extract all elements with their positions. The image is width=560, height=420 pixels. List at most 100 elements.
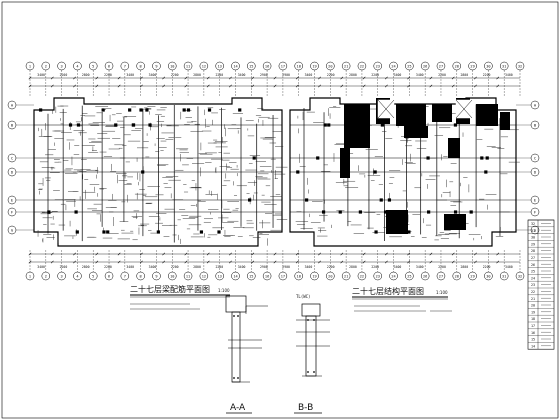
level-table-floor: 27 (531, 256, 535, 260)
plan-column (114, 123, 118, 127)
axis-label-bottom: 24 (391, 275, 395, 279)
dimension-tick (362, 84, 366, 88)
axis-label-top: 8 (140, 65, 142, 69)
dimension-tick (117, 252, 121, 256)
level-table-floor: 21 (531, 297, 535, 301)
notes-right (354, 305, 452, 312)
axis-label-top: 28 (455, 65, 459, 69)
dimension-value-bottom: 3400 (238, 265, 246, 269)
plan-column (186, 108, 191, 112)
dimension-value-bottom: 3400 (416, 265, 424, 269)
axis-label-top: 17 (281, 65, 285, 69)
axis-label-top: 31 (502, 65, 506, 69)
axis-label-top: 10 (170, 65, 174, 69)
level-table-floor: 14 (531, 344, 535, 348)
level-table-floor: 29 (531, 242, 535, 246)
axis-label-top: 5 (92, 65, 94, 69)
plan-column (139, 108, 143, 112)
dimension-value-bottom: 2200 (171, 265, 179, 269)
shear-wall-block (432, 104, 452, 122)
dimension-tick (474, 252, 477, 256)
dimension-tick (384, 76, 388, 80)
dimension-tick (28, 84, 32, 88)
dimension-value-bottom: 2800 (193, 265, 201, 269)
plan-column (47, 210, 51, 214)
dimension-value-top: 3400 (416, 73, 424, 77)
plan-column (101, 108, 105, 112)
axis-label-bottom: 11 (186, 275, 190, 279)
dimension-value-top: 2200 (104, 73, 112, 77)
dimension-value-top: 3400 (149, 73, 157, 77)
axis-label-top: 24 (391, 65, 395, 69)
dimension-value-bottom: 2200 (215, 265, 223, 269)
plan-column (148, 123, 152, 127)
plan-right-scale: 1:100 (436, 290, 448, 295)
plan-column (252, 156, 256, 160)
dimension-value-bottom: 3400 (305, 265, 313, 269)
plan-column (305, 198, 309, 202)
axis-label-right: F (534, 209, 537, 214)
dimension-tick (139, 84, 143, 88)
dimension-tick (73, 76, 76, 80)
dimension-tick (50, 84, 54, 88)
axis-label-top: 21 (344, 65, 348, 69)
plan-column (426, 156, 430, 160)
dimension-tick (429, 260, 433, 264)
dimension-tick (73, 84, 76, 88)
shear-wall-block (500, 112, 510, 130)
dimension-value-bottom: 3400 (126, 265, 134, 269)
dimension-tick (273, 84, 277, 88)
dimension-tick (229, 252, 232, 256)
plan-column (68, 123, 73, 127)
dimension-tick (139, 260, 143, 264)
dimension-tick (451, 252, 455, 256)
dimension-tick (295, 260, 299, 264)
level-table-floor: 19 (531, 310, 535, 314)
axis-label-bottom: 19 (312, 275, 316, 279)
plan-column (407, 230, 411, 234)
dimension-value-bottom: 3400 (37, 265, 45, 269)
dimension-value-top: 3400 (126, 73, 134, 77)
axis-label-bottom: 6 (108, 275, 110, 279)
axis-label-top: 16 (265, 65, 269, 69)
shear-wall-block (386, 210, 408, 234)
plan-left-scale: 1:100 (218, 288, 230, 293)
dimension-tick (318, 260, 321, 264)
dimension-tick (117, 260, 121, 264)
dimension-tick (162, 260, 166, 264)
axis-label-bottom: 15 (249, 275, 253, 279)
dimension-value-bottom: 2800 (460, 265, 468, 269)
dimension-value-top: 3400 (305, 73, 313, 77)
plan-column (374, 230, 378, 234)
axis-label-bottom: 31 (502, 275, 506, 279)
level-table-floor: 15 (531, 338, 535, 342)
dimension-tick (273, 76, 277, 80)
level-table-floor: 30 (531, 236, 535, 240)
axis-label-left: D (11, 169, 14, 174)
plan-column (358, 210, 362, 214)
shear-wall-block (444, 214, 466, 230)
axis-label-bottom: 3 (61, 275, 63, 279)
dimension-tick (95, 252, 99, 256)
axis-label-top: 23 (376, 65, 380, 69)
dimension-value-bottom: 2900 (282, 265, 290, 269)
dimension-tick (229, 76, 232, 80)
axis-label-left: A (11, 102, 14, 107)
dimension-tick (429, 84, 433, 88)
dimension-value-top: 2800 (460, 73, 468, 77)
dimension-value-top: 2200 (171, 73, 179, 77)
section-b-detail: TL(WC) B-B (294, 294, 330, 414)
level-table-floor: 25 (531, 270, 535, 274)
dimension-tick (429, 252, 433, 256)
shear-wall-block (344, 104, 370, 148)
axis-label-top: 14 (233, 65, 237, 69)
axis-label-right: B (534, 122, 537, 127)
dimension-value-bottom: 2200 (327, 265, 335, 269)
dimension-tick (318, 76, 321, 80)
dimension-tick (206, 260, 210, 264)
level-table-floor: 18 (531, 317, 535, 321)
dimension-value-bottom: 2200 (60, 265, 68, 269)
dimension-tick (362, 76, 366, 80)
dimension-tick (384, 84, 388, 88)
